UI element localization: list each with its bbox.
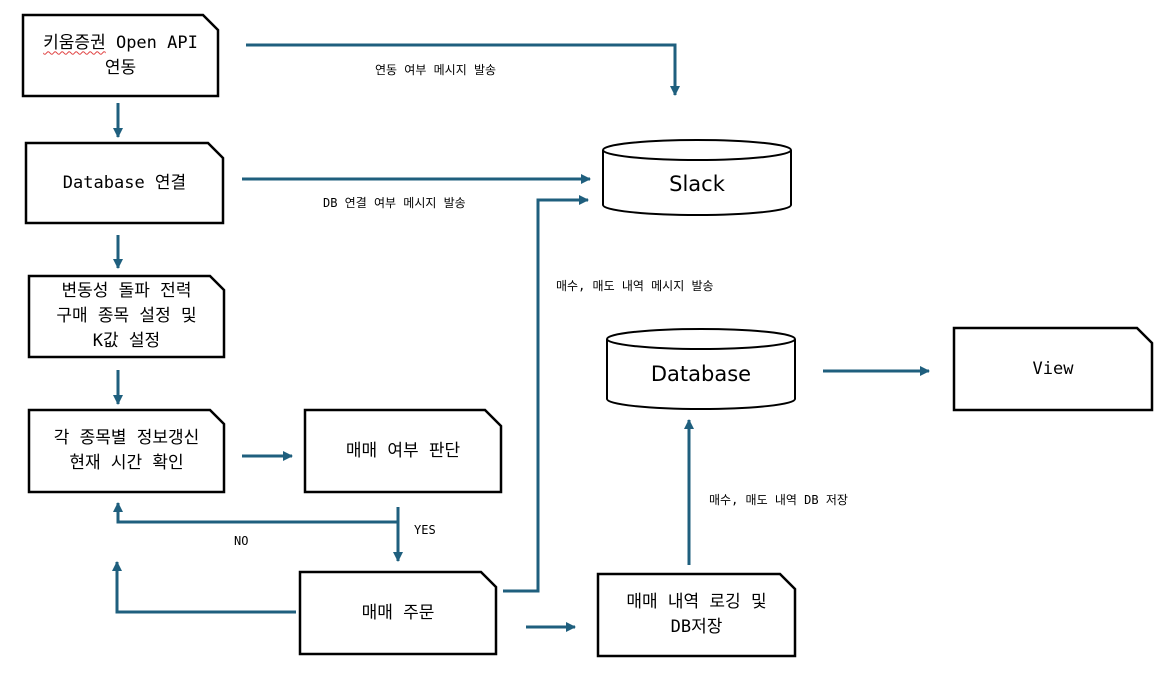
stock-update-label: 각 종목별 정보갱신 현재 시간 확인 [53,428,200,473]
kiwoom-box-shape [21,13,220,98]
trade-decision-label: 매매 여부 판단 [345,440,461,461]
kiwoom-api-node: 키움증권 Open API 연동 [23,15,218,96]
logging-node: 매매 내역 로깅 및 DB저장 [598,574,795,656]
arrow-order-to-slack [503,195,589,593]
db-store-label: 매수, 매도 내역 DB 저장 [709,493,848,507]
stock-update-node: 각 종목별 정보갱신 현재 시간 확인 [29,410,224,492]
kiwoom-prefix-label: 키움증권 [43,32,106,53]
arrow-decision-no [113,502,398,524]
logging-box-shape [596,572,797,658]
order-label: 매매 주문 [361,602,435,623]
slack-cylinder [602,139,792,216]
logging-label: 매매 내역 로깅 및 DB저장 [626,592,767,637]
api-msg-label: 연동 여부 메시지 발송 [375,63,497,77]
arrow-api-to-slack [246,43,680,96]
db-connect-box-shape [24,141,225,225]
yes-label: YES [414,523,436,537]
slack-node: Slack [603,160,791,208]
no-label: NO [234,534,249,548]
db-msg-label: DB 연결 여부 메시지 발송 [323,196,466,210]
view-label: View [1032,358,1074,379]
volatility-box-shape [27,274,226,359]
decision-box-shape [303,408,503,494]
slack-label: Slack [669,171,725,196]
database-node: Database [607,349,795,399]
trade-msg-label: 매수, 매도 내역 메시지 발송 [556,279,714,293]
arrow-order-loop [112,561,296,614]
db-connect-label: Database 연결 [62,172,187,193]
database-cylinder [606,328,796,410]
view-node: View [954,328,1152,410]
trade-decision-node: 매매 여부 판단 [305,410,501,492]
order-node: 매매 주문 [300,572,496,654]
view-box-shape [952,326,1154,412]
database-label: Database [650,361,752,386]
kiwoom-api-label: Open API 연동 [104,32,198,78]
volatility-label: 변동성 돌파 전력 구매 종목 설정 및 K값 설정 [56,281,197,351]
order-box-shape [298,570,498,656]
volatility-node: 변동성 돌파 전력 구매 종목 설정 및 K값 설정 [29,276,224,357]
stock-update-box-shape [27,408,226,494]
db-connect-node: Database 연결 [26,143,223,223]
